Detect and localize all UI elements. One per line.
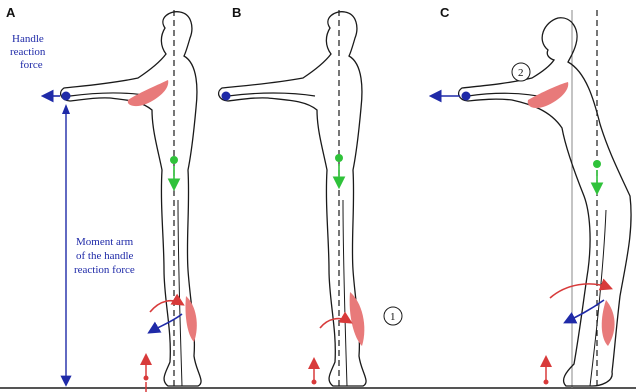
panel-a-com: [170, 156, 178, 164]
panel-a-handle-force-label-1: Handle: [12, 33, 44, 45]
panel-b: B 1: [219, 5, 402, 388]
panel-b-body-outline: [219, 12, 366, 386]
panel-a-handle-force-label-3: force: [20, 59, 43, 71]
panel-c-ground-dot: [544, 380, 549, 385]
panel-b-letter: B: [232, 5, 241, 20]
panel-a-moment-arm-label-3: reaction force: [74, 264, 135, 276]
panel-b-leg-line: [343, 200, 347, 386]
panel-b-com: [335, 154, 343, 162]
panel-a-letter: A: [6, 5, 16, 20]
panel-a-moment-arm-label-2: of the handle: [76, 250, 134, 262]
panel-c-letter: C: [440, 5, 450, 20]
panel-a-handle-force-label-2: reaction: [10, 46, 46, 58]
panel-a: A Handle reaction force Moment arm of th…: [6, 5, 201, 392]
panel-b-ground-dot: [312, 380, 317, 385]
panel-c-calf-muscle: [602, 300, 615, 346]
panel-a-calf-muscle: [185, 296, 196, 342]
panel-c: C 2: [432, 5, 631, 388]
panel-c-red-rotation-arrow: [550, 284, 610, 298]
panel-a-handle: [62, 92, 71, 101]
panel-a-blue-rotation-arrow: [150, 314, 182, 332]
panel-b-calf-muscle: [350, 292, 365, 346]
panel-b-marker-1: 1: [390, 311, 396, 323]
panel-c-handle: [462, 92, 471, 101]
panel-b-handle: [222, 92, 231, 101]
panel-a-moment-arm-top-arrow: [62, 104, 70, 114]
panel-b-arm-line: [228, 93, 315, 96]
panel-c-leg-line: [590, 210, 606, 386]
panel-c-com: [593, 160, 601, 168]
panel-a-leg-line: [178, 200, 182, 386]
panel-a-arm-muscle: [128, 80, 169, 106]
panel-c-marker-2: 2: [518, 67, 524, 79]
panel-a-moment-arm-label-1: Moment arm: [76, 236, 134, 248]
panel-a-ground-dot: [144, 376, 149, 381]
